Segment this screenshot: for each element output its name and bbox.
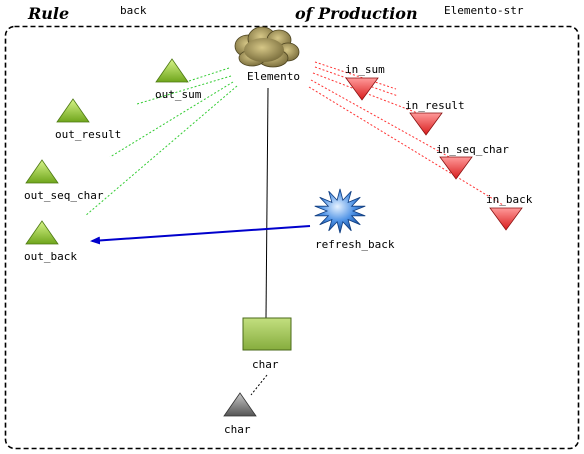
refresh-back-label: refresh_back xyxy=(315,238,395,251)
cloud-icon xyxy=(234,26,300,68)
triangle-down-icon xyxy=(409,112,443,136)
edge-elemento-char xyxy=(265,87,269,319)
out-result-label: out_result xyxy=(55,128,121,141)
in-sum-node[interactable]: in_sum xyxy=(345,63,385,101)
arrow-refresh-to-out-back xyxy=(90,225,311,245)
in-seq-char-node[interactable]: in_seq_char xyxy=(436,143,509,180)
elemento-label: Elemento xyxy=(247,70,300,83)
link-out-sum xyxy=(185,67,230,83)
out-seq-char-label: out_seq_char xyxy=(24,189,104,202)
in-result-node[interactable]: in_result xyxy=(405,99,465,136)
production-frame xyxy=(4,25,580,450)
triangle-down-icon xyxy=(489,207,523,231)
triangle-up-icon xyxy=(56,98,90,123)
triangle-up-icon xyxy=(25,220,59,245)
in-back-node[interactable]: in_back xyxy=(486,193,533,231)
rule-name: back xyxy=(120,4,147,17)
link-in-result xyxy=(312,72,429,118)
rectangle-icon xyxy=(242,317,292,351)
char-box-label: char xyxy=(252,358,279,371)
out-seq-char-node[interactable]: out_seq_char xyxy=(24,159,104,202)
triangle-up-icon xyxy=(155,58,189,83)
production-name: Elemento-str xyxy=(444,4,524,17)
link-out-back xyxy=(84,85,238,217)
triangle-down-icon xyxy=(439,156,473,180)
edge-char-triangle xyxy=(250,374,268,396)
link-in-seq-char xyxy=(310,79,461,164)
char-triangle-label: char xyxy=(224,423,251,436)
link-in-sum-b xyxy=(314,66,399,97)
char-triangle-node[interactable]: char xyxy=(223,392,257,436)
out-result-node[interactable]: out_result xyxy=(55,98,121,141)
elemento-node[interactable]: Elemento xyxy=(234,26,300,83)
out-back-label: out_back xyxy=(24,250,77,263)
out-back-node[interactable]: out_back xyxy=(24,220,77,263)
in-links xyxy=(308,61,504,206)
production-title: of Production xyxy=(295,4,418,23)
triangle-up-icon xyxy=(223,392,257,417)
in-seq-char-label: in_seq_char xyxy=(436,143,509,156)
rule-title: Rule xyxy=(27,4,69,23)
link-out-result xyxy=(136,75,232,105)
out-sum-node[interactable]: out_sum xyxy=(155,58,202,101)
in-sum-label: in_sum xyxy=(345,63,385,76)
in-back-label: in_back xyxy=(486,193,533,206)
out-links xyxy=(84,67,238,217)
in-result-label: in_result xyxy=(405,99,465,112)
char-box-node[interactable]: char xyxy=(242,317,292,371)
refresh-back-node[interactable]: refresh_back xyxy=(314,188,395,251)
out-sum-label: out_sum xyxy=(155,88,202,101)
triangle-down-icon xyxy=(345,77,379,101)
link-in-back xyxy=(308,86,504,206)
triangle-up-icon xyxy=(25,159,59,184)
starburst-icon xyxy=(314,188,366,234)
link-out-seq-char xyxy=(109,81,234,158)
